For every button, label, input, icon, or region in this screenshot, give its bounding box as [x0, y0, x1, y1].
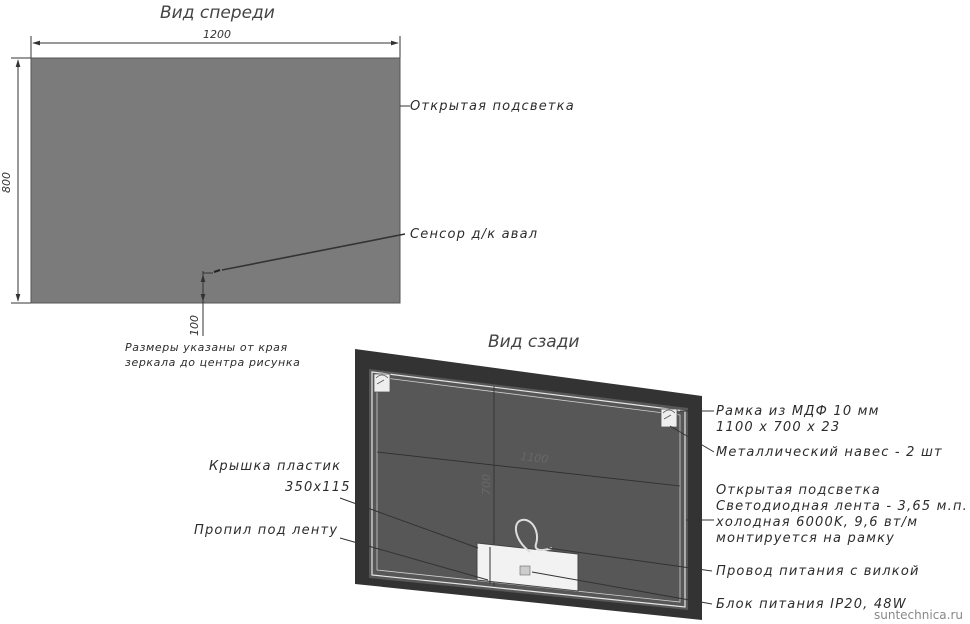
front-view: Вид спереди 1200 800 100 Открытая подсве…	[0, 3, 575, 369]
cut-label: Пропил под ленту	[194, 523, 338, 538]
hanger-label: Металлический навес - 2 шт	[716, 445, 943, 460]
front-view-title: Вид спереди	[160, 3, 275, 23]
cut-leader	[339, 537, 489, 581]
sensor-mark	[213, 269, 221, 273]
back-view: Вид сзади 1100 700 Рамка из МДФ 10 мм	[194, 332, 968, 620]
strip-label-line-4: монтируется на рамку	[716, 531, 895, 546]
frame-label-line-2: 1100 х 700 х 23	[716, 420, 840, 435]
watermark: suntechnica.ru	[874, 608, 963, 622]
back-view-title: Вид сзади	[488, 332, 579, 352]
cover-leader	[339, 497, 479, 549]
mdf-frame-inner	[376, 376, 681, 603]
inner-height-label: 700	[480, 474, 493, 495]
strip-label-line-1: Открытая подсветка	[716, 483, 881, 498]
hanger-right	[660, 408, 678, 428]
note-line-1: Размеры указаны от края	[125, 341, 288, 354]
height-dimension-label: 800	[0, 172, 13, 193]
cable-leader	[547, 547, 713, 572]
hanger-left	[373, 373, 391, 393]
width-dimension-label: 1200	[203, 28, 231, 41]
back-inner-area	[369, 369, 688, 610]
strip-label-line-2: Светодиодная лента - 3,65 м.п.	[716, 499, 968, 514]
note-line-2: зеркала до центра рисунка	[125, 356, 300, 369]
psu-label: Блок питания IP20, 48W	[716, 597, 907, 612]
sensor-leader	[221, 233, 406, 271]
psu-connector	[519, 565, 531, 576]
inner-width-dimension	[376, 451, 681, 487]
sensor-label: Сенсор д/к авал	[410, 227, 538, 242]
frame-label-line-1: Рамка из МДФ 10 мм	[716, 404, 880, 419]
offset-dimension-label: 100	[188, 315, 201, 336]
cover-label-line-2: 350х115	[285, 480, 351, 495]
hanger-leader	[669, 425, 715, 453]
front-mirror-panel	[30, 57, 401, 304]
mdf-frame-outer	[371, 371, 686, 608]
cover-label-line-1: Крышка пластик	[209, 459, 341, 474]
power-cable	[514, 518, 553, 553]
cable-label: Провод питания с вилкой	[716, 564, 920, 579]
inner-width-label: 1100	[520, 450, 549, 466]
strip-label-line-3: холодная 6000K, 9,6 вт/м	[715, 515, 918, 530]
psu-leader	[531, 571, 713, 605]
open-light-label: Открытая подсветка	[410, 99, 575, 114]
